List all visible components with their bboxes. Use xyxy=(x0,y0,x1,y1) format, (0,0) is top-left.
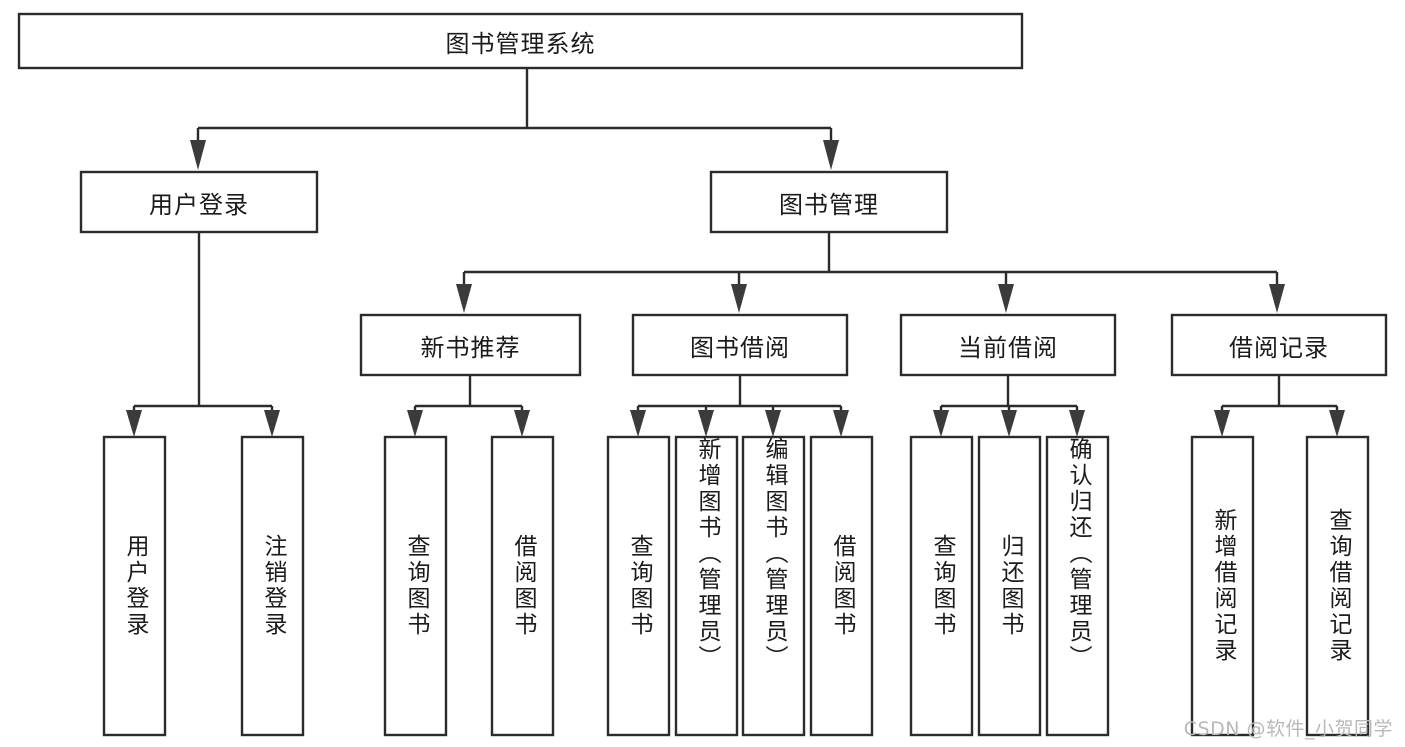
arrowhead-to-user-login xyxy=(190,140,206,170)
leaf-box-new-book-recommend-2[interactable] xyxy=(490,435,555,737)
leaf-box-current-borrow-3[interactable] xyxy=(1045,435,1110,737)
arrowhead-to-new-book-recommend xyxy=(456,284,472,313)
node-new-book-recommend-box[interactable] xyxy=(359,313,582,377)
leaf-box-book-borrow-4[interactable] xyxy=(809,435,874,737)
leaf-box-current-borrow-2[interactable] xyxy=(977,435,1042,737)
node-book-borrow-box[interactable] xyxy=(631,313,849,377)
node-borrow-record-box[interactable] xyxy=(1170,313,1388,377)
leaf-box-new-book-recommend-1[interactable] xyxy=(383,435,448,737)
arrowhead-bookborrow-leaf-3 xyxy=(765,410,781,437)
arrowhead-currentborrow-leaf-1 xyxy=(933,410,949,437)
node-book-manage-box[interactable] xyxy=(709,170,949,234)
arrowhead-bookborrow-leaf-4 xyxy=(833,410,849,437)
leaf-box-book-borrow-2[interactable] xyxy=(674,435,739,737)
leaf-box-book-borrow-1[interactable] xyxy=(606,435,671,737)
arrowhead-currentborrow-leaf-3 xyxy=(1069,410,1085,437)
arrowhead-currentborrow-leaf-2 xyxy=(1001,410,1017,437)
node-current-borrow-box[interactable] xyxy=(899,313,1117,377)
leaf-box-borrow-record-2[interactable] xyxy=(1305,435,1370,737)
arrowhead-borrowrecord-leaf-2 xyxy=(1329,410,1345,437)
arrowhead-to-borrow-record xyxy=(1269,284,1285,313)
arrowhead-to-book-manage xyxy=(823,140,839,170)
arrowhead-bookborrow-leaf-1 xyxy=(630,410,646,437)
arrowhead-newbook-leaf-1 xyxy=(407,410,423,437)
leaf-box-user-login-2[interactable] xyxy=(240,435,305,737)
leaf-box-user-login-1[interactable] xyxy=(102,435,167,737)
leaf-box-borrow-record-1[interactable] xyxy=(1190,435,1255,737)
arrowhead-borrowrecord-leaf-1 xyxy=(1214,410,1230,437)
arrowhead-to-book-borrow xyxy=(731,284,747,313)
arrowhead-bookborrow-leaf-2 xyxy=(698,410,714,437)
arrowhead-newbook-leaf-2 xyxy=(514,410,530,437)
arrowhead-userlogin-leaf-2 xyxy=(264,410,280,437)
arrowhead-userlogin-leaf-1 xyxy=(126,410,142,437)
arrowhead-to-current-borrow xyxy=(998,284,1014,313)
leaf-box-current-borrow-1[interactable] xyxy=(909,435,974,737)
node-user-login-box[interactable] xyxy=(79,170,319,234)
leaf-box-book-borrow-3[interactable] xyxy=(741,435,806,737)
node-root-box[interactable] xyxy=(17,12,1024,70)
